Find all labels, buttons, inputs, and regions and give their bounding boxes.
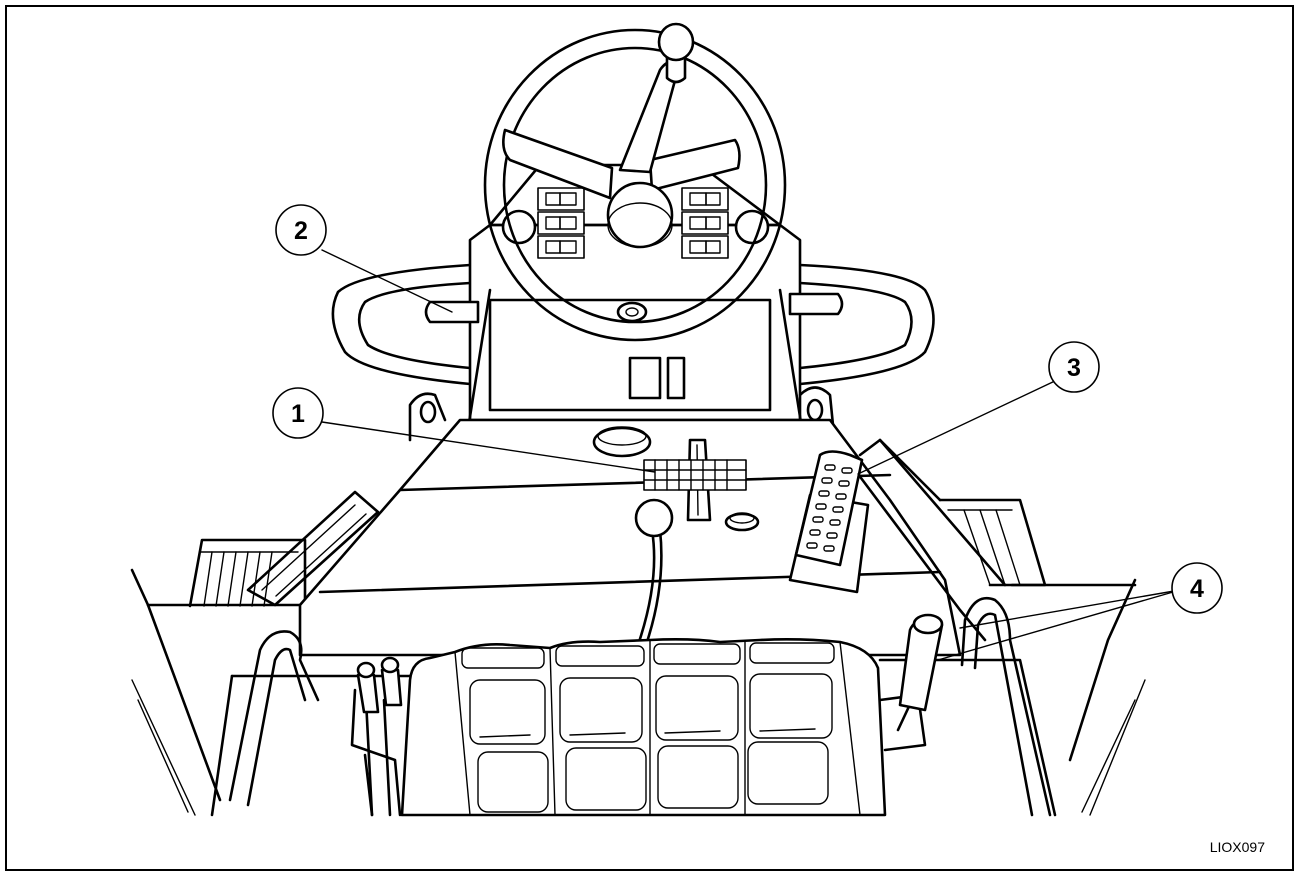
callout-4-label: 4 (1190, 575, 1204, 603)
left-levers (356, 656, 403, 817)
callout-4: 4 (1171, 562, 1223, 614)
foot-pedal (788, 450, 870, 594)
selector-grid (643, 459, 747, 491)
callout-3: 3 (1048, 341, 1100, 393)
callout-1-label: 1 (291, 400, 305, 428)
switch-bank-right (681, 187, 729, 259)
rear-handrail (331, 263, 935, 386)
leader-line-4b (937, 589, 1181, 661)
callout-2-label: 2 (294, 217, 308, 245)
leader-line-1 (321, 421, 656, 473)
callout-2: 2 (275, 204, 327, 256)
callout-3-label: 3 (1067, 354, 1081, 382)
left-grab-rail (228, 630, 320, 807)
control-lever-item-4 (896, 613, 944, 732)
leader-lines (321, 249, 1181, 661)
callout-1: 1 (272, 387, 324, 439)
steering-wheel (483, 22, 787, 342)
switch-bank-left (537, 187, 585, 259)
leader-line-2 (321, 249, 453, 313)
leader-line-4a (959, 589, 1181, 629)
figure-reference-code: LIOX097 (1210, 839, 1265, 855)
leader-line-3 (857, 379, 1058, 475)
console-knobs (501, 209, 770, 245)
seat (400, 638, 887, 817)
centre-lever (634, 498, 674, 647)
figure-frame (5, 5, 1294, 871)
